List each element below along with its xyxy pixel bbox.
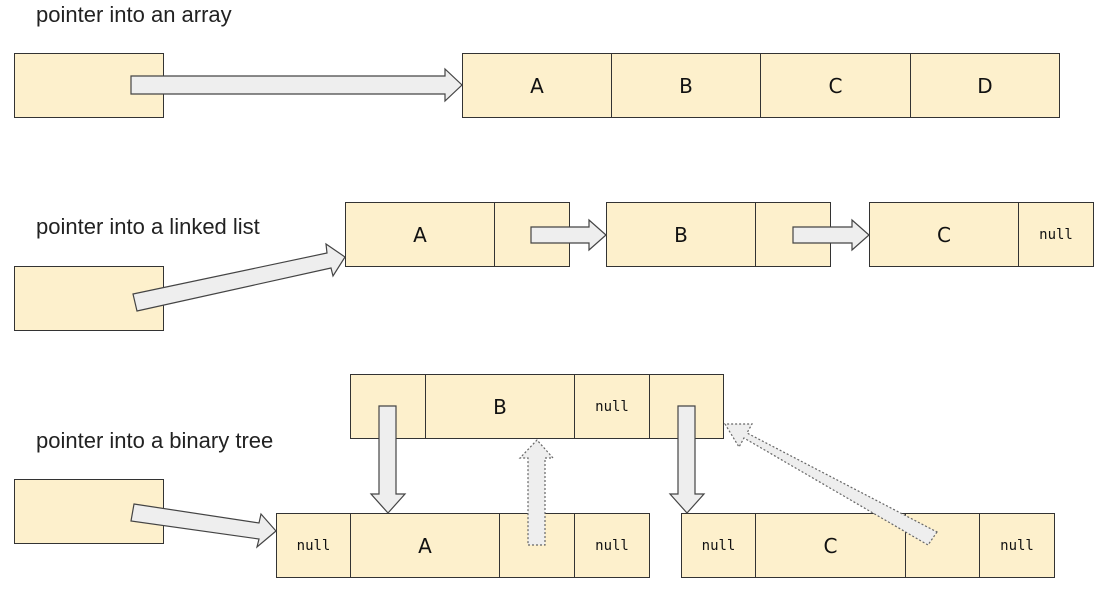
array-cell-3: D [911,53,1060,118]
list-node-value-cell: B [606,202,756,267]
binary-tree-section-title: pointer into a binary tree [36,428,274,453]
tree-node-null: null [1000,537,1034,554]
list-node-next-cell [495,202,570,267]
tree-node-value: A [418,533,432,558]
tree-node-value: C [823,533,838,558]
tree-node-parent-pointer: null [575,374,650,439]
array-cell-value: B [679,73,693,98]
list-node-value: C [937,222,951,247]
array-pointer-box [14,53,164,118]
tree-node-left-pointer: null [681,513,756,578]
tree-node-left-pointer [350,374,426,439]
list-node-next: null [1039,226,1073,243]
list-pointer-box [14,266,164,331]
tree-node-value: B [493,394,507,419]
tree-node-right-pointer: null [575,513,650,578]
list-head-arrow [132,242,346,312]
list-node-value-cell: A [345,202,495,267]
tree-node-right-pointer: null [980,513,1055,578]
array-cell-value: A [530,73,544,98]
array-cell-1: B [612,53,761,118]
list-node-next-cell: null [1019,202,1094,267]
tree-node-value-cell: C [756,513,906,578]
tree-node-left-pointer: null [276,513,351,578]
list-node-value-cell: C [869,202,1019,267]
list-node-value: A [413,222,427,247]
tree-node-null: null [296,537,331,554]
array-cell-value: D [977,73,993,98]
array-cell-0: A [462,53,612,118]
tree-node-null: null [595,398,629,415]
tree-node-parent-pointer [906,513,980,578]
tree-node-parent-pointer [500,513,575,578]
linked-list-section-title: pointer into a linked list [36,214,260,239]
tree-pointer-box [14,479,164,544]
tree-node-null: null [595,537,629,554]
tree-node-value-cell: A [351,513,500,578]
array-section-title: pointer into an array [36,2,232,27]
tree-node-value-cell: B [426,374,575,439]
array-pointer-arrow [130,67,463,103]
array-cell-2: C [761,53,911,118]
array-cell-value: C [828,73,843,98]
list-node-value: B [674,222,688,247]
list-node-next-cell [756,202,831,267]
tree-node-right-pointer [650,374,724,439]
tree-node-null: null [701,537,736,554]
